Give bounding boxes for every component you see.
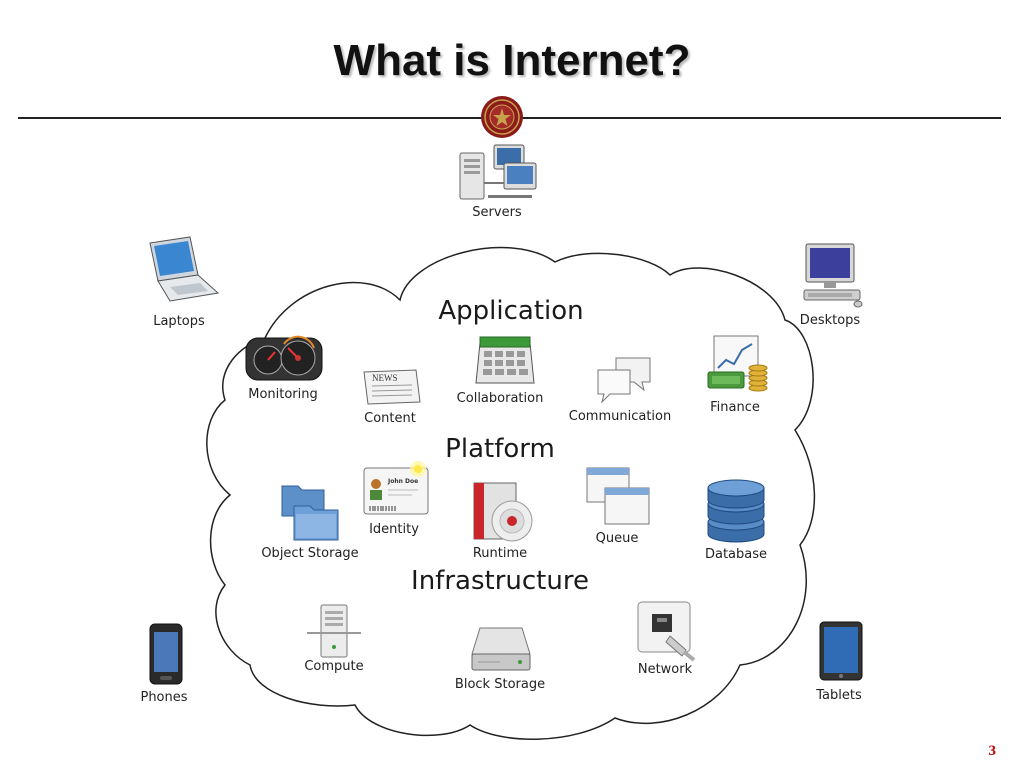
network-port-icon — [636, 600, 698, 662]
runtime-label: Runtime — [472, 546, 528, 561]
queue-label: Queue — [595, 531, 639, 546]
compute-label: Compute — [304, 659, 364, 674]
object-storage-label: Object Storage — [261, 546, 359, 561]
object-storage-folder-icon — [280, 480, 342, 542]
network-label: Network — [637, 662, 693, 677]
desktops-label: Desktops — [799, 313, 861, 328]
servers-icon — [458, 143, 538, 203]
platform-heading: Platform — [445, 434, 555, 464]
desktops-icon — [800, 242, 864, 308]
finance-icon — [706, 334, 770, 394]
phones-label: Phones — [140, 690, 188, 705]
university-seal-icon — [481, 96, 523, 138]
page-number: 3 — [988, 743, 997, 759]
monitoring-icon — [244, 334, 324, 382]
database-label: Database — [704, 547, 768, 562]
database-icon — [706, 478, 766, 544]
monitoring-label: Monitoring — [248, 387, 318, 402]
communication-label: Communication — [568, 409, 672, 424]
slide-title: What is Internet? — [333, 36, 691, 85]
queue-windows-icon — [585, 466, 651, 528]
tablets-icon — [818, 620, 864, 682]
infrastructure-heading: Infrastructure — [411, 566, 589, 596]
servers-label: Servers — [472, 205, 522, 220]
content-news-icon: NEWS — [362, 368, 422, 406]
collaboration-label: Collaboration — [456, 391, 544, 406]
news-text: NEWS — [372, 373, 398, 383]
compute-server-icon — [305, 603, 363, 659]
runtime-package-icon — [470, 479, 536, 543]
laptops-label: Laptops — [153, 314, 205, 329]
identity-label: Identity — [369, 522, 419, 537]
laptops-icon — [140, 235, 220, 305]
block-storage-drive-icon — [470, 624, 532, 674]
phones-icon — [148, 622, 184, 686]
finance-label: Finance — [710, 400, 760, 415]
id-card-name: John Doe — [387, 478, 418, 485]
identity-card-icon: John Doe — [362, 460, 432, 518]
communication-chat-icon — [594, 356, 654, 404]
block-storage-label: Block Storage — [454, 677, 546, 692]
application-heading: Application — [438, 296, 584, 326]
content-label: Content — [364, 411, 416, 426]
collaboration-calendar-icon — [474, 335, 536, 387]
tablets-label: Tablets — [816, 688, 862, 703]
